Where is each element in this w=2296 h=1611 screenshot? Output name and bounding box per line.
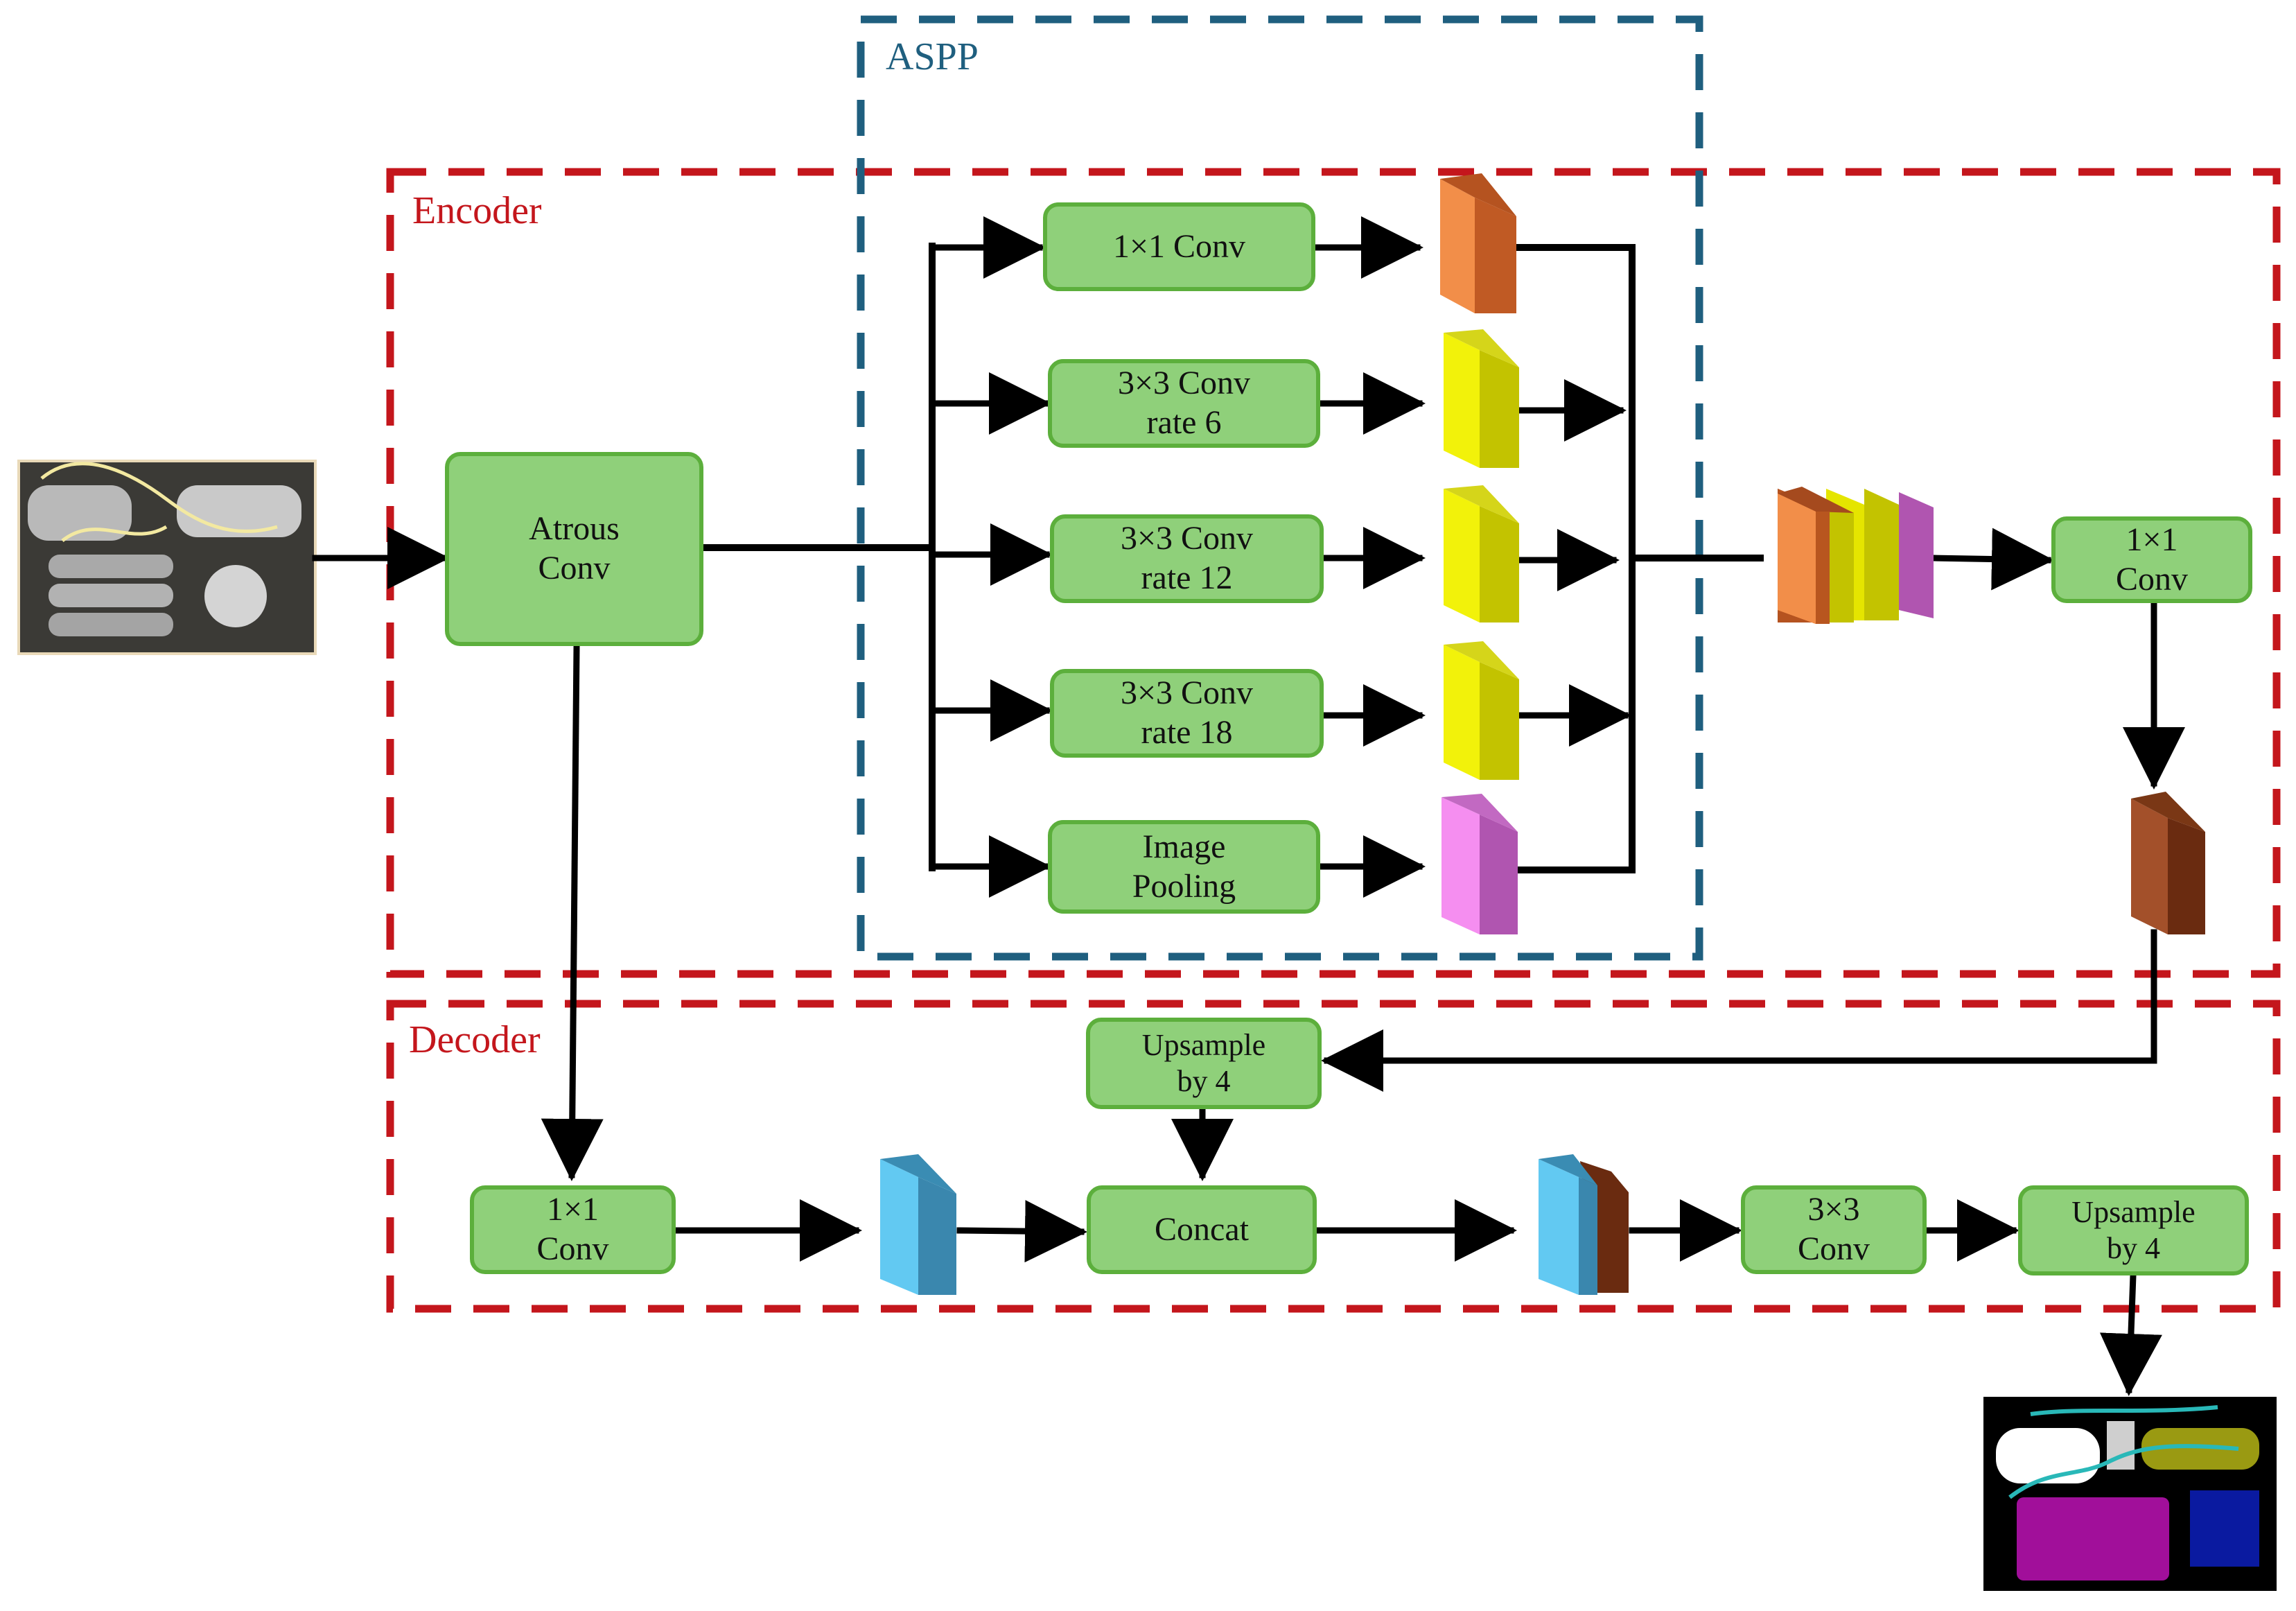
upsample-b-line1: Upsample <box>2071 1195 2196 1230</box>
dec-1x1-line1: 1×1 <box>546 1191 599 1228</box>
atrous-conv-line2: Conv <box>538 550 611 586</box>
connectors <box>312 216 2185 1396</box>
concat-line1: Concat <box>1155 1210 1249 1248</box>
enc-1x1-line2: Conv <box>2115 560 2188 598</box>
feature-cube-yellow-12 <box>1444 485 1519 622</box>
feature-cube-orange <box>1440 173 1516 313</box>
concat-block: Concat <box>1087 1185 1317 1274</box>
upsample-block-a: Upsample by 4 <box>1086 1018 1322 1109</box>
dec-3x3-line1: 3×3 <box>1807 1191 1860 1228</box>
dec-3x3-line2: Conv <box>1797 1230 1870 1267</box>
decoder-3x3-conv-block: 3×3 Conv <box>1741 1185 1927 1274</box>
encoder-label: Encoder <box>412 189 542 232</box>
upsample-a-line1: Upsample <box>1141 1028 1266 1063</box>
upsample-block-b: Upsample by 4 <box>2018 1185 2249 1275</box>
atrous-conv-block: Atrous Conv <box>445 452 703 646</box>
aspp-r6-line1: 3×3 Conv <box>1117 365 1251 402</box>
aspp-region <box>857 15 1703 961</box>
feature-cube-pink <box>1441 794 1518 934</box>
decoder-label: Decoder <box>409 1018 541 1061</box>
feature-cube-brown <box>2131 792 2205 934</box>
image-pooling-line1: Image <box>1142 828 1226 865</box>
encoder-1x1-conv-block: 1×1 Conv <box>2051 516 2252 603</box>
aspp-r12-line1: 3×3 Conv <box>1120 520 1254 557</box>
aspp-1x1-line1: 1×1 Conv <box>1112 227 1246 265</box>
feature-cube-yellow-18 <box>1444 641 1519 780</box>
image-pooling-block: Image Pooling <box>1048 820 1320 914</box>
aspp-r6-line2: rate 6 <box>1146 404 1222 441</box>
decoder-1x1-conv-block: 1×1 Conv <box>470 1185 676 1274</box>
decoder-region <box>386 1000 2281 1313</box>
upsample-b-line2: by 4 <box>2107 1231 2160 1265</box>
upsample-a-line2: by 4 <box>1177 1064 1231 1098</box>
dec-1x1-line2: Conv <box>536 1230 609 1267</box>
concat-stack-front <box>1778 494 1830 624</box>
enc-1x1-line1: 1×1 <box>2126 521 2178 558</box>
segmentation-mask <box>1983 1397 2277 1591</box>
feature-cube-cyan-brown <box>1539 1154 1629 1295</box>
aspp-r12-line2: rate 12 <box>1141 559 1233 596</box>
aspp-1x1-conv-block: 1×1 Conv <box>1043 202 1315 291</box>
image-pooling-line2: Pooling <box>1132 867 1236 905</box>
aspp-label: ASPP <box>886 35 979 78</box>
aspp-r18-line1: 3×3 Conv <box>1120 674 1254 712</box>
feature-cube-cyan <box>880 1154 956 1295</box>
feature-cube-yellow-6 <box>1444 329 1519 468</box>
aspp-3x3-rate6-block: 3×3 Conv rate 6 <box>1048 359 1320 448</box>
aspp-3x3-rate18-block: 3×3 Conv rate 18 <box>1050 669 1324 758</box>
input-photo <box>17 460 317 655</box>
aspp-3x3-rate12-block: 3×3 Conv rate 12 <box>1050 514 1324 603</box>
aspp-r18-line2: rate 18 <box>1141 714 1233 751</box>
atrous-conv-line1: Atrous <box>529 510 620 548</box>
